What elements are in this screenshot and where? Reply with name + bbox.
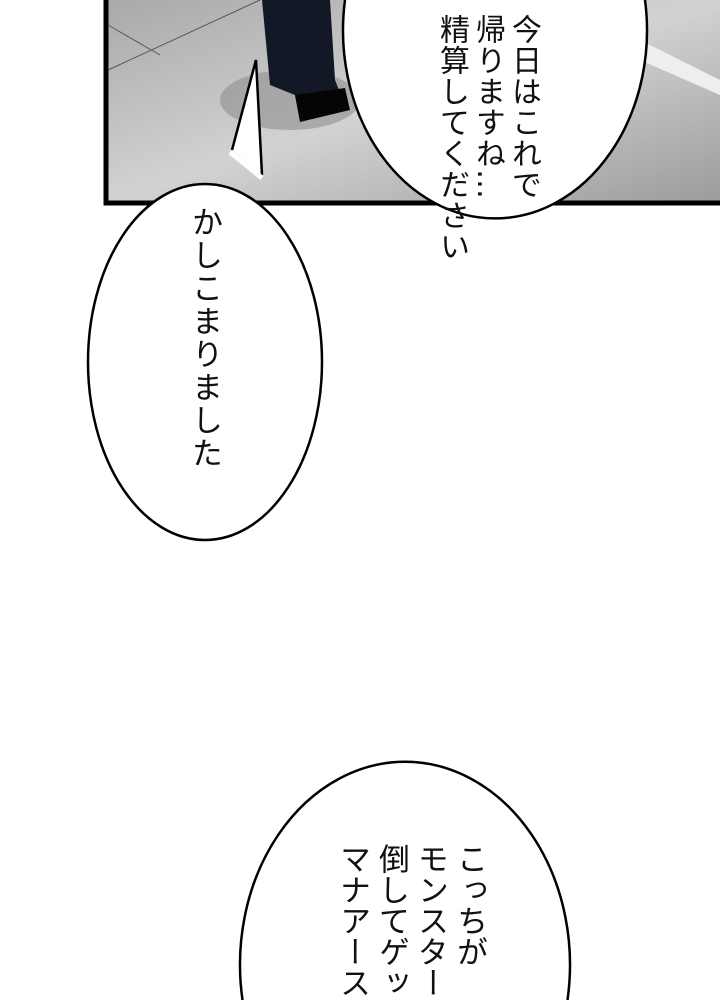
bubble-3-line-4: マナアース [334,843,370,998]
speech-bubble-2 [86,59,324,542]
bubble-1-line-3: 精算してください [434,14,469,262]
bubble-3-line-3: 倒してゲッ [373,843,409,998]
bubble-3-line-2: モンスター [412,843,448,998]
character-legs [262,0,345,120]
speech-bubble-3 [238,760,572,1000]
bubble-1-line-1: 今日はこれで [506,14,541,200]
bubble-1-line-2: 帰りますね… [470,14,505,200]
bubble-2-line-1: かしこまりました [186,206,222,470]
speech-bubble-1 [341,0,649,220]
bubble-3-line-1: こっちが [451,843,487,967]
